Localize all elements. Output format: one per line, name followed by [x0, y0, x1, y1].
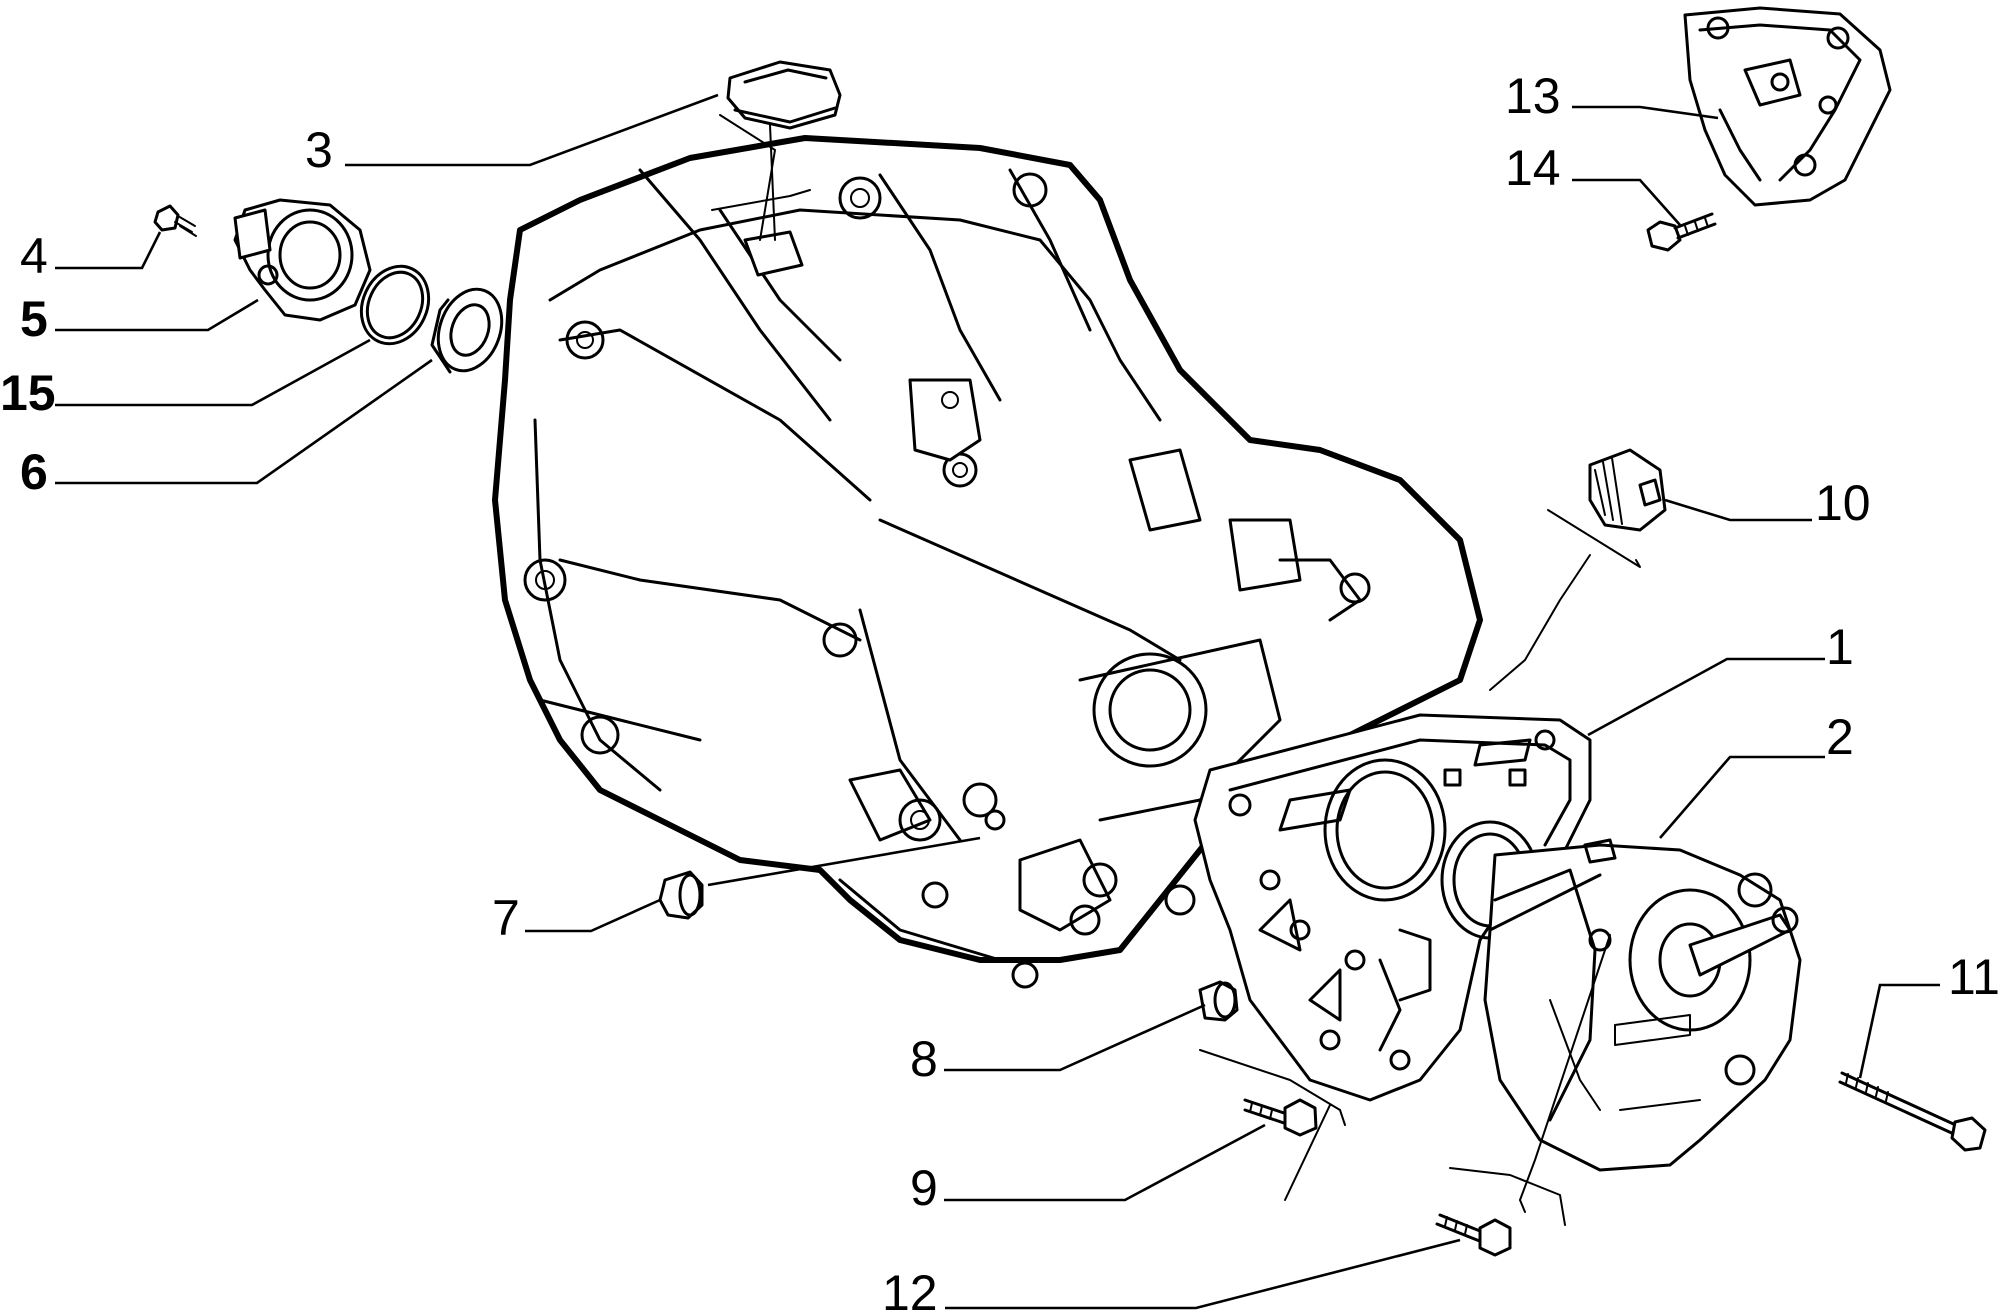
leader-4 — [55, 231, 162, 270]
bolt-part-9 — [1243, 1098, 1318, 1137]
bolt-part-4 — [153, 204, 197, 237]
leader-13 — [1572, 105, 1719, 120]
callout-11: 11 — [1948, 949, 2000, 1005]
leader-10 — [1664, 498, 1812, 522]
callout-12: 12 — [882, 1265, 938, 1314]
leader-12 — [945, 1238, 1461, 1310]
callout-7: 7 — [492, 890, 520, 946]
callout-6: 6 — [20, 444, 48, 500]
leader-6 — [55, 358, 433, 485]
callout-labels: 1 2 3 4 5 15 6 7 8 9 10 11 12 13 14 — [0, 68, 2000, 1314]
plug-part-8 — [1198, 980, 1239, 1022]
cap-part-3 — [719, 60, 842, 241]
callout-1: 1 — [1826, 619, 1854, 675]
leader-7 — [525, 898, 661, 933]
leader-8 — [944, 1003, 1206, 1072]
callout-4: 4 — [20, 228, 48, 284]
leader-5 — [55, 298, 259, 332]
callout-10: 10 — [1815, 475, 1871, 531]
callout-3: 3 — [305, 122, 333, 178]
bearing-cover-part-5 — [233, 198, 372, 322]
callout-2: 2 — [1826, 709, 1854, 765]
gearbox-housing — [492, 135, 1483, 989]
callout-15: 15 — [0, 365, 56, 421]
seal-part-6 — [430, 287, 504, 374]
leader-15 — [55, 338, 371, 407]
leader-2 — [1659, 755, 1825, 839]
leader-3 — [345, 93, 719, 167]
callout-13: 13 — [1505, 68, 1561, 124]
leader-14 — [1572, 178, 1681, 226]
o-ring-part-15 — [359, 264, 431, 346]
bolt-part-12 — [1435, 1213, 1512, 1257]
mount-bracket-part-13 — [1683, 6, 1892, 207]
callout-8: 8 — [910, 1031, 938, 1087]
bolt-part-14 — [1646, 212, 1717, 252]
callout-9: 9 — [910, 1160, 938, 1216]
plug-part-7 — [658, 870, 704, 920]
long-bolt-part-11 — [1838, 1071, 1987, 1152]
callout-14: 14 — [1505, 140, 1561, 196]
leader-lines — [55, 93, 1940, 1310]
rear-cover-part-2 — [1483, 838, 1802, 1172]
threaded-plug-part-10 — [1588, 448, 1667, 532]
leader-9 — [944, 1123, 1266, 1202]
leader-11 — [1858, 983, 1940, 1079]
callout-5: 5 — [20, 291, 48, 347]
leader-1 — [1587, 657, 1825, 737]
